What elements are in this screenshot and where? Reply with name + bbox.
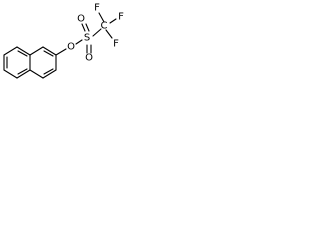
ring-bond xyxy=(42,46,57,56)
s-o-double-bond xyxy=(85,23,90,32)
naphthalene-ring xyxy=(3,46,57,79)
ring-bond xyxy=(42,69,57,79)
ring-bond xyxy=(16,69,31,79)
c-f-bond xyxy=(105,29,113,39)
ring-double-bond xyxy=(43,68,54,75)
trifluoromethyl-carbon-label: C xyxy=(101,21,108,32)
ring-bond xyxy=(3,69,18,79)
ring-bond xyxy=(16,46,31,56)
ether-oxygen-label: O xyxy=(67,42,75,53)
c-f-bond xyxy=(98,12,105,23)
c-f-bond xyxy=(109,18,117,24)
upper-oxygen-label: O xyxy=(77,14,85,25)
top-fluorine-label: F xyxy=(94,3,100,14)
ring-bond xyxy=(29,69,44,79)
bottom-fluorine-label: F xyxy=(113,39,119,50)
lower-oxygen-label: O xyxy=(85,53,93,64)
s-o-double-bond xyxy=(81,23,86,32)
ring-double-bond xyxy=(43,50,54,57)
ring-bond xyxy=(29,46,44,56)
right-fluorine-label: F xyxy=(118,12,124,23)
naphthyl-triflate-structure: O S O O C F F F xyxy=(3,3,124,79)
ring-double-bond xyxy=(17,68,28,75)
sulfur-label: S xyxy=(84,33,90,44)
ring-double-bond xyxy=(17,50,28,57)
aryl-o-bond xyxy=(55,48,67,56)
ring-bond xyxy=(3,46,18,56)
s-c-bond xyxy=(92,28,102,37)
o-s-bond xyxy=(75,39,83,45)
